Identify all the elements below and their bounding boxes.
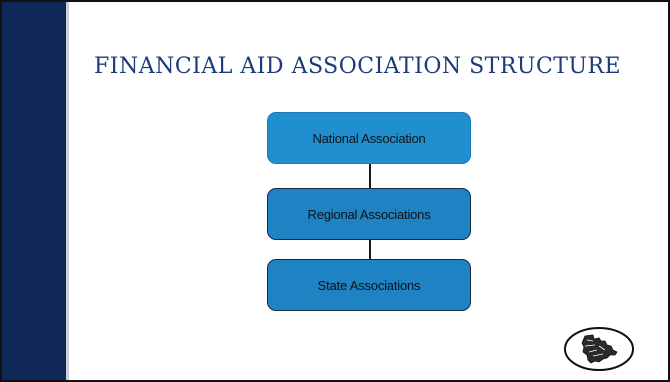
slide-title: FINANCIAL AID ASSOCIATION STRUCTURE (94, 54, 622, 79)
connector-regional-state (369, 240, 371, 259)
map-logo-icon (564, 327, 634, 371)
sidebar-divider (66, 2, 69, 380)
sidebar-band (2, 2, 66, 380)
node-national-association: National Association (267, 112, 471, 164)
node-regional-associations: Regional Associations (267, 188, 471, 240)
node-state-associations: State Associations (267, 259, 471, 311)
connector-national-regional (369, 164, 371, 188)
